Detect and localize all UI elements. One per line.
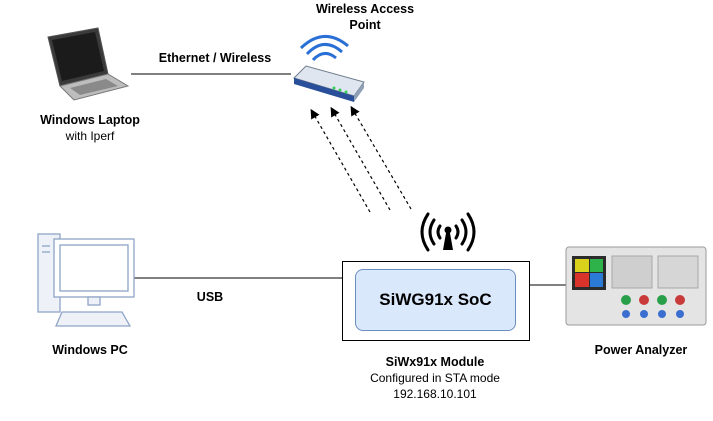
power-analyzer-icon: [565, 246, 707, 326]
laptop-icon: [47, 27, 130, 101]
access-point-title: Wireless Access Point: [300, 1, 430, 33]
desktop-pc-icon: [37, 233, 135, 327]
wireless-arrow-2: [330, 106, 391, 211]
module-title: SiWx91x Module: [385, 355, 485, 369]
access-point-title-line2: Point: [349, 18, 381, 32]
link-label-ethernet-wireless: Ethernet / Wireless: [158, 51, 272, 65]
siwg91x-soc-chip: SiWG91x SoC: [355, 269, 516, 331]
power-analyzer-label: Power Analyzer: [594, 343, 688, 357]
module-mode: Configured in STA mode: [370, 371, 500, 385]
module-ip: 192.168.10.101: [393, 387, 477, 401]
laptop-subtitle: with Iperf: [65, 129, 115, 143]
link-label-usb: USB: [196, 290, 224, 304]
wireless-arrow-3: [350, 105, 412, 210]
laptop-title: Windows Laptop: [40, 113, 140, 127]
module-label: SiWx91x Module Configured in STA mode 19…: [340, 354, 530, 402]
pc-label: Windows PC: [52, 343, 128, 357]
wireless-arrow-1: [310, 108, 371, 213]
access-point-title-line1: Wireless Access: [315, 2, 415, 16]
wireless-arrows: [310, 105, 412, 213]
laptop-label: Windows Laptop with Iperf: [20, 112, 160, 144]
antenna-signal-icon: [420, 212, 476, 252]
soc-chip-label: SiWG91x SoC: [379, 290, 492, 309]
wireless-router-icon: [293, 35, 365, 102]
